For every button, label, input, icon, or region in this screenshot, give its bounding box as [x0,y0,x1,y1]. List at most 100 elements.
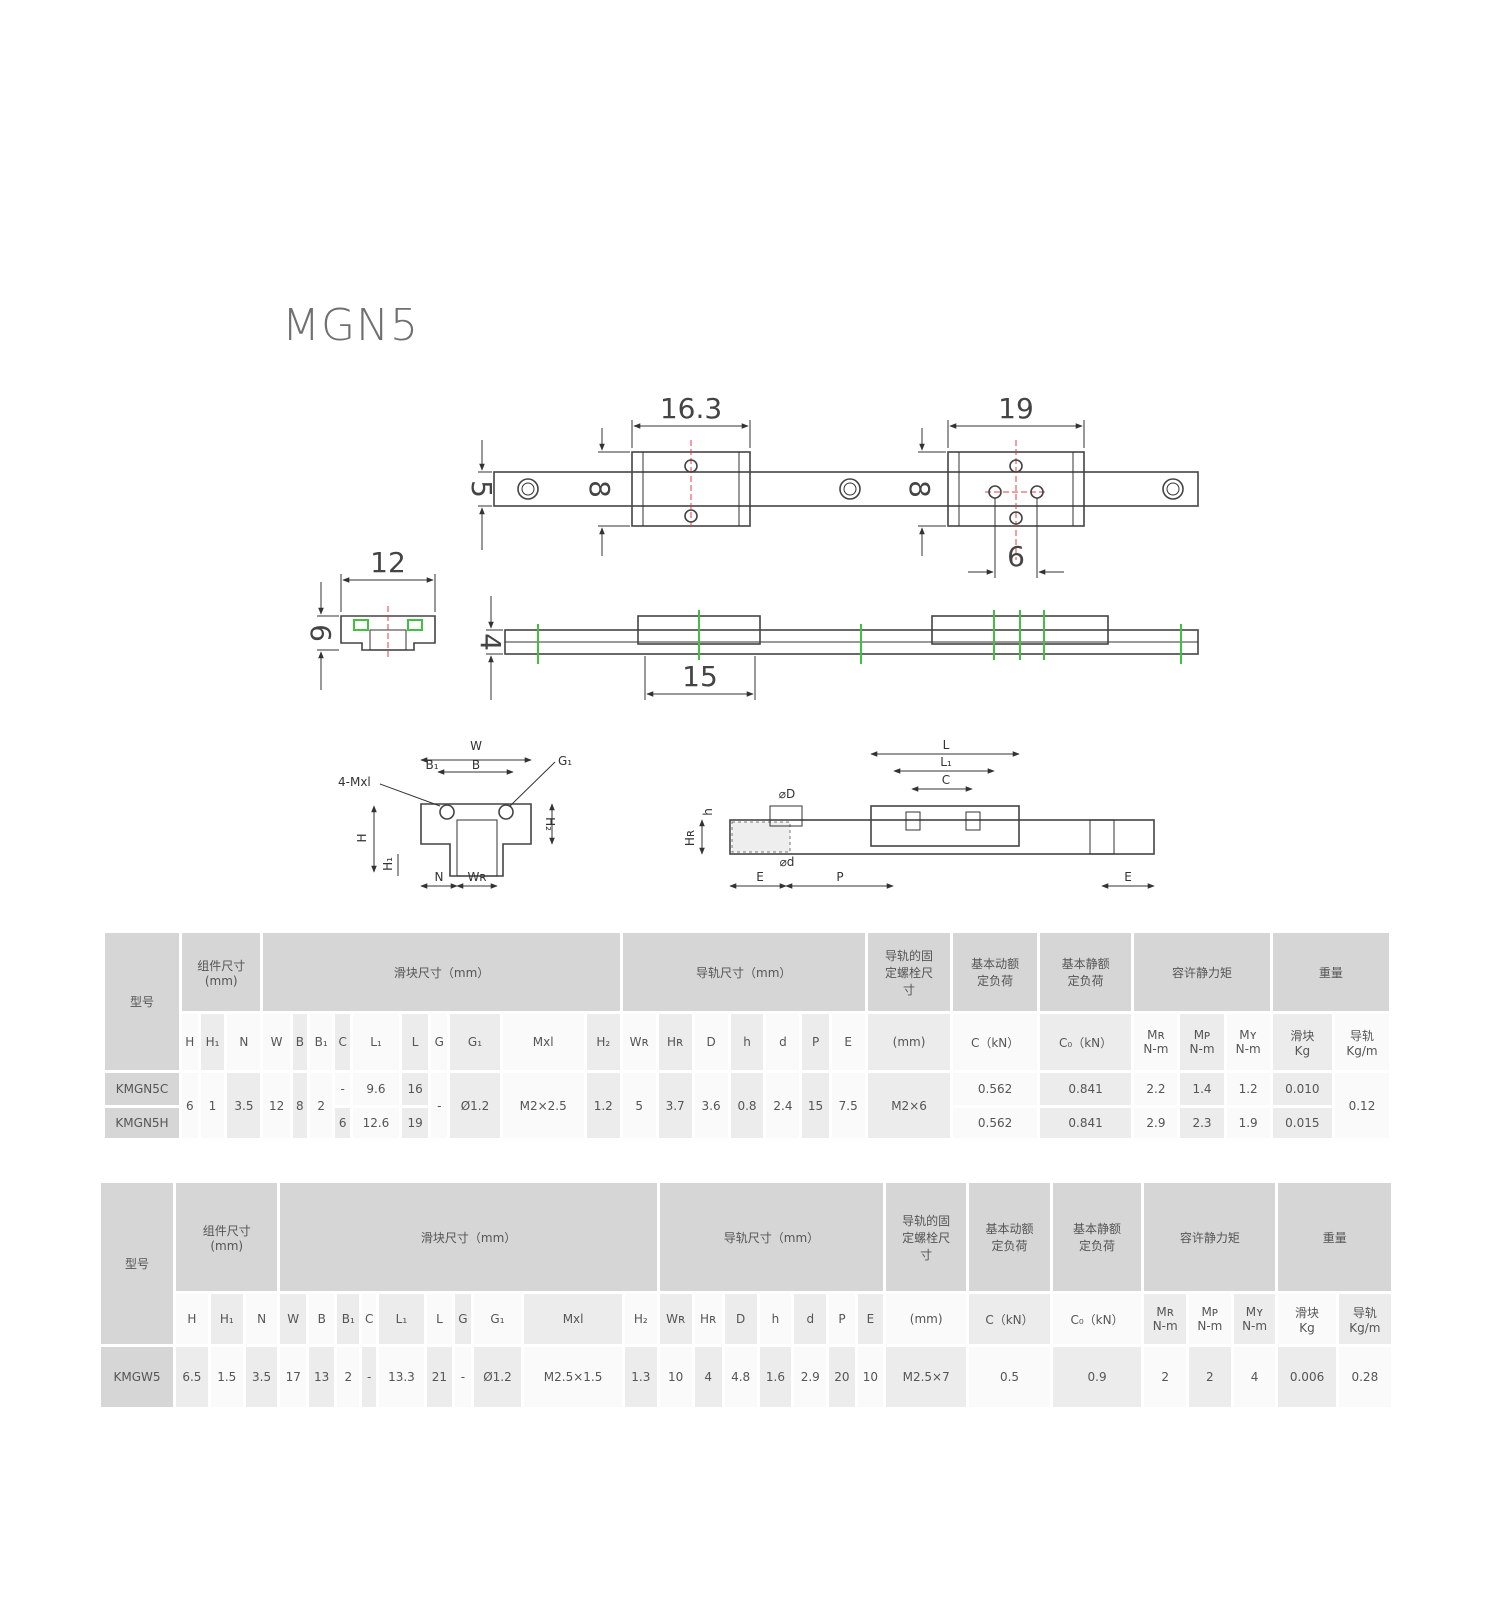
rail-top [493,471,1199,507]
sub-C: C [362,1294,377,1344]
sub-H: H [176,1294,208,1344]
table-row: KMGN5C 6 1 3.5 12 8 2 - 9.6 16 - Ø1.2 M2… [105,1073,1389,1138]
cell-L: 21 [426,1347,453,1407]
cell-MY: 1.2 [1226,1073,1270,1105]
col-group-block: 滑块尺寸（mm） [280,1183,657,1291]
cell-H: 6.5 [176,1347,208,1407]
cell-D: 3.6 [694,1073,728,1138]
cell-H: 6 [182,1073,198,1138]
col-group-static: 基本静额 定负荷 [1039,933,1132,1011]
sub-P: P [829,1294,855,1344]
dim-8-right: 8 [903,480,936,498]
col-group-block: 滑块尺寸（mm） [263,933,620,1011]
sub-L1: L₁ [352,1014,399,1070]
sub-G: G [431,1014,448,1070]
col-group-weight: 重量 [1278,1183,1391,1291]
cell-L1: 12.6 [352,1108,399,1138]
sub-block-kg: 滑块 Kg [1278,1294,1336,1344]
sub-Cstat: C₀（kN） [1039,1014,1132,1070]
cell-P: 15 [802,1073,829,1138]
sub-rail-kgm: 导轨 Kg/m [1334,1014,1389,1070]
sub-L: L [426,1294,453,1344]
cell-C: 6 [335,1108,350,1138]
label-4-Mxl: 4-Mxl [338,775,371,789]
drawings-canvas: 16.3 19 5 8 8 6 [304,392,1199,889]
sub-H1: H₁ [210,1294,243,1344]
cell-Cdyn: 0.562 [953,1073,1037,1105]
cell-H2: 1.3 [624,1347,657,1407]
sub-B: B [292,1014,307,1070]
sub-N: N [227,1014,261,1070]
sub-G: G [455,1294,471,1344]
dim-19: 19 [998,392,1034,425]
cell-MY: 4 [1233,1347,1276,1407]
cell-W: 12 [263,1073,290,1138]
cell-L: 19 [401,1108,429,1138]
sub-D: D [694,1014,728,1070]
label-L: L [943,738,950,752]
cell-B: 13 [308,1347,335,1407]
cell-H1: 1 [200,1073,225,1138]
cell-Cstat: 0.841 [1039,1108,1132,1138]
label-HR: Hʀ [683,830,697,846]
sub-E: E [857,1294,884,1344]
cell-Cdyn: 0.5 [969,1347,1050,1407]
sub-h: h [730,1014,764,1070]
label-E-right: E [1124,870,1132,884]
label-E-left: E [756,870,764,884]
sub-block-kg: 滑块 Kg [1272,1014,1332,1070]
sub-L: L [401,1014,429,1070]
cell-bolt-mm: M2.5×7 [886,1347,967,1407]
label-P: P [836,870,843,884]
sub-MY: Mʏ N-m [1226,1014,1270,1070]
sub-N: N [245,1294,278,1344]
cell-P: 20 [829,1347,855,1407]
cell-G: - [455,1347,471,1407]
cell-Mxl: M2.5×1.5 [524,1347,622,1407]
cell-C: - [362,1347,377,1407]
sub-MR: Mʀ N-m [1144,1294,1187,1344]
cell-G1: Ø1.2 [450,1073,500,1138]
sub-WR: Wʀ [659,1294,692,1344]
col-group-weight: 重量 [1272,933,1389,1011]
label-d: ⌀d [780,855,795,869]
dim-6-height: 6 [304,624,337,642]
sub-h: h [759,1294,792,1344]
sub-HR: Hʀ [694,1294,722,1344]
cell-d: 2.4 [766,1073,800,1138]
tech-side-drawing: L L₁ C ⌀D ⌀d h Hʀ E P E [683,738,1155,889]
col-group-rail: 导轨尺寸（mm） [659,1183,884,1291]
cell-MR: 2.9 [1134,1108,1178,1138]
label-G1: G₁ [558,754,572,768]
row-model: KMGN5H [105,1108,179,1138]
cell-WR: 5 [622,1073,656,1138]
label-H: H [355,833,369,842]
sub-Cdyn: C（kN） [969,1294,1050,1344]
cell-L: 16 [401,1073,429,1105]
cell-N: 3.5 [227,1073,261,1138]
sub-Mxl: Mxl [524,1294,622,1344]
sub-Cdyn: C（kN） [953,1014,1037,1070]
cell-H2: 1.2 [586,1073,620,1138]
cell-B: 8 [292,1073,307,1138]
label-N: N [435,870,444,884]
cell-MR: 2 [1144,1347,1187,1407]
col-group-assembly: 组件尺寸 (mm) [182,933,261,1011]
col-group-moment: 容许静力矩 [1134,933,1270,1011]
sub-rail-kgm: 导轨 Kg/m [1338,1294,1391,1344]
cell-N: 3.5 [245,1347,278,1407]
page-title: MGN5 [282,300,419,351]
col-model: 型号 [105,933,179,1070]
col-group-bolt: 导轨的固 定螺栓尺 寸 [867,933,951,1011]
col-group-assembly: 组件尺寸 (mm) [176,1183,278,1291]
sub-E: E [831,1014,865,1070]
label-L1: L₁ [940,755,952,769]
label-C: C [942,773,950,787]
sub-MR: Mʀ N-m [1134,1014,1178,1070]
cell-h: 1.6 [759,1347,792,1407]
sub-P: P [802,1014,829,1070]
cell-C: - [335,1073,350,1105]
cell-H1: 1.5 [210,1347,243,1407]
cell-G: - [431,1073,448,1138]
